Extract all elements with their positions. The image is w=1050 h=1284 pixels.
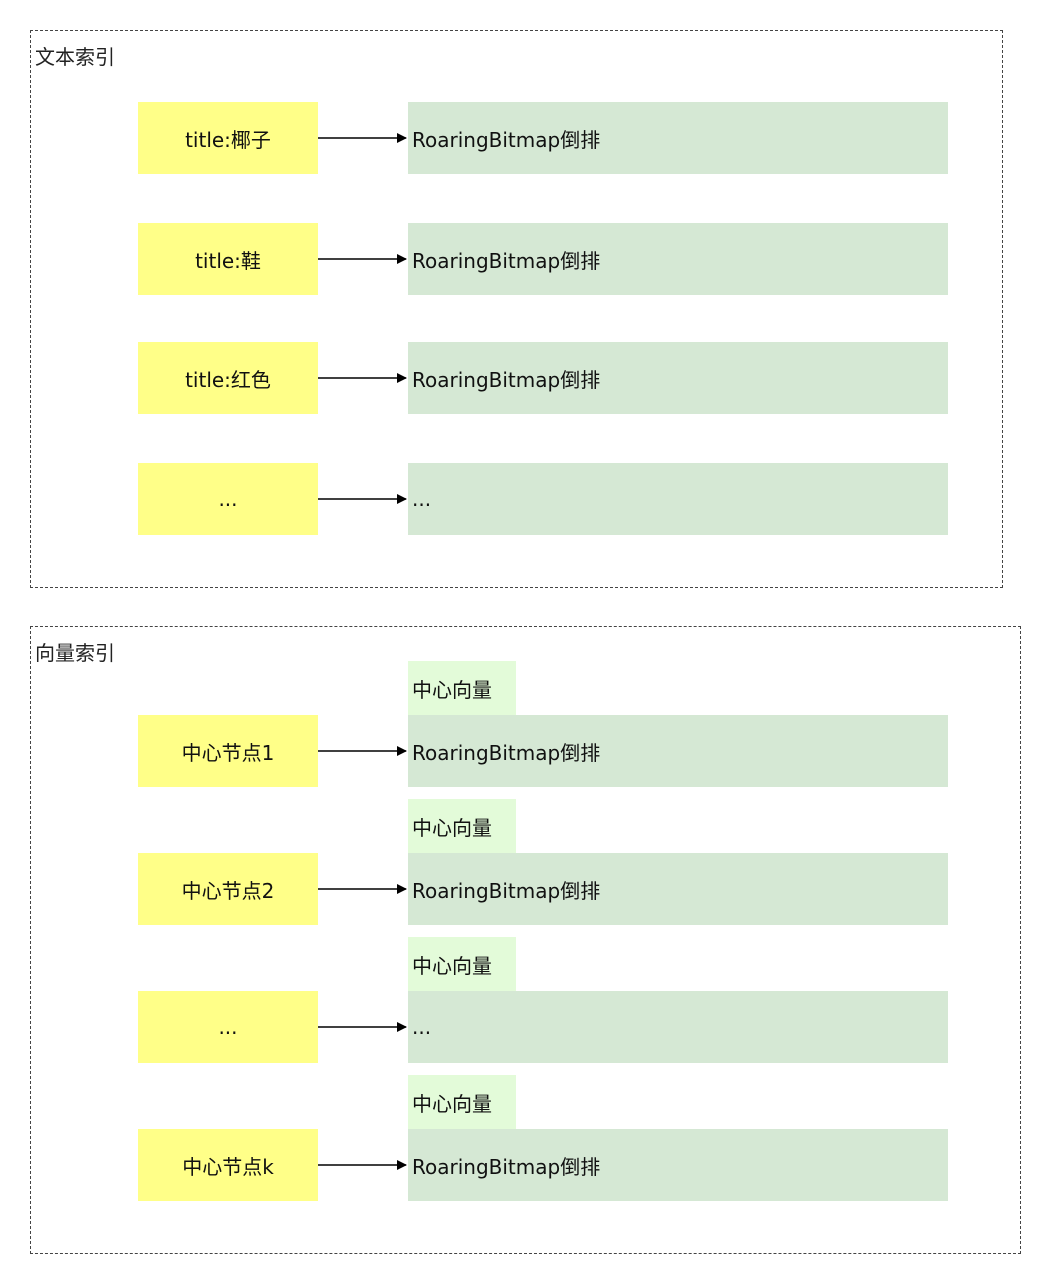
vector-centroid-tag-4: 中心向量 — [408, 1075, 516, 1129]
vector-index-label: 向量索引 — [35, 641, 115, 665]
vector-posting-2: RoaringBitmap倒排 — [408, 853, 948, 925]
text-posting-3: RoaringBitmap倒排 — [408, 342, 948, 414]
vector-key-3: ... — [138, 991, 318, 1063]
text-index-label: 文本索引 — [35, 45, 115, 69]
text-posting-4: ... — [408, 463, 948, 535]
vector-key-4: 中心节点k — [138, 1129, 318, 1201]
vector-index-group: 向量索引 — [30, 626, 1021, 1254]
text-key-2: title:鞋 — [138, 223, 318, 295]
vector-key-1: 中心节点1 — [138, 715, 318, 787]
vector-posting-1: RoaringBitmap倒排 — [408, 715, 948, 787]
vector-centroid-tag-3: 中心向量 — [408, 937, 516, 991]
text-posting-1: RoaringBitmap倒排 — [408, 102, 948, 174]
vector-centroid-tag-1: 中心向量 — [408, 661, 516, 715]
vector-posting-4: RoaringBitmap倒排 — [408, 1129, 948, 1201]
text-key-3: title:红色 — [138, 342, 318, 414]
text-index-group: 文本索引 — [30, 30, 1003, 588]
text-key-1: title:椰子 — [138, 102, 318, 174]
vector-centroid-tag-2: 中心向量 — [408, 799, 516, 853]
text-posting-2: RoaringBitmap倒排 — [408, 223, 948, 295]
vector-posting-3: ... — [408, 991, 948, 1063]
vector-key-2: 中心节点2 — [138, 853, 318, 925]
text-key-4: ... — [138, 463, 318, 535]
